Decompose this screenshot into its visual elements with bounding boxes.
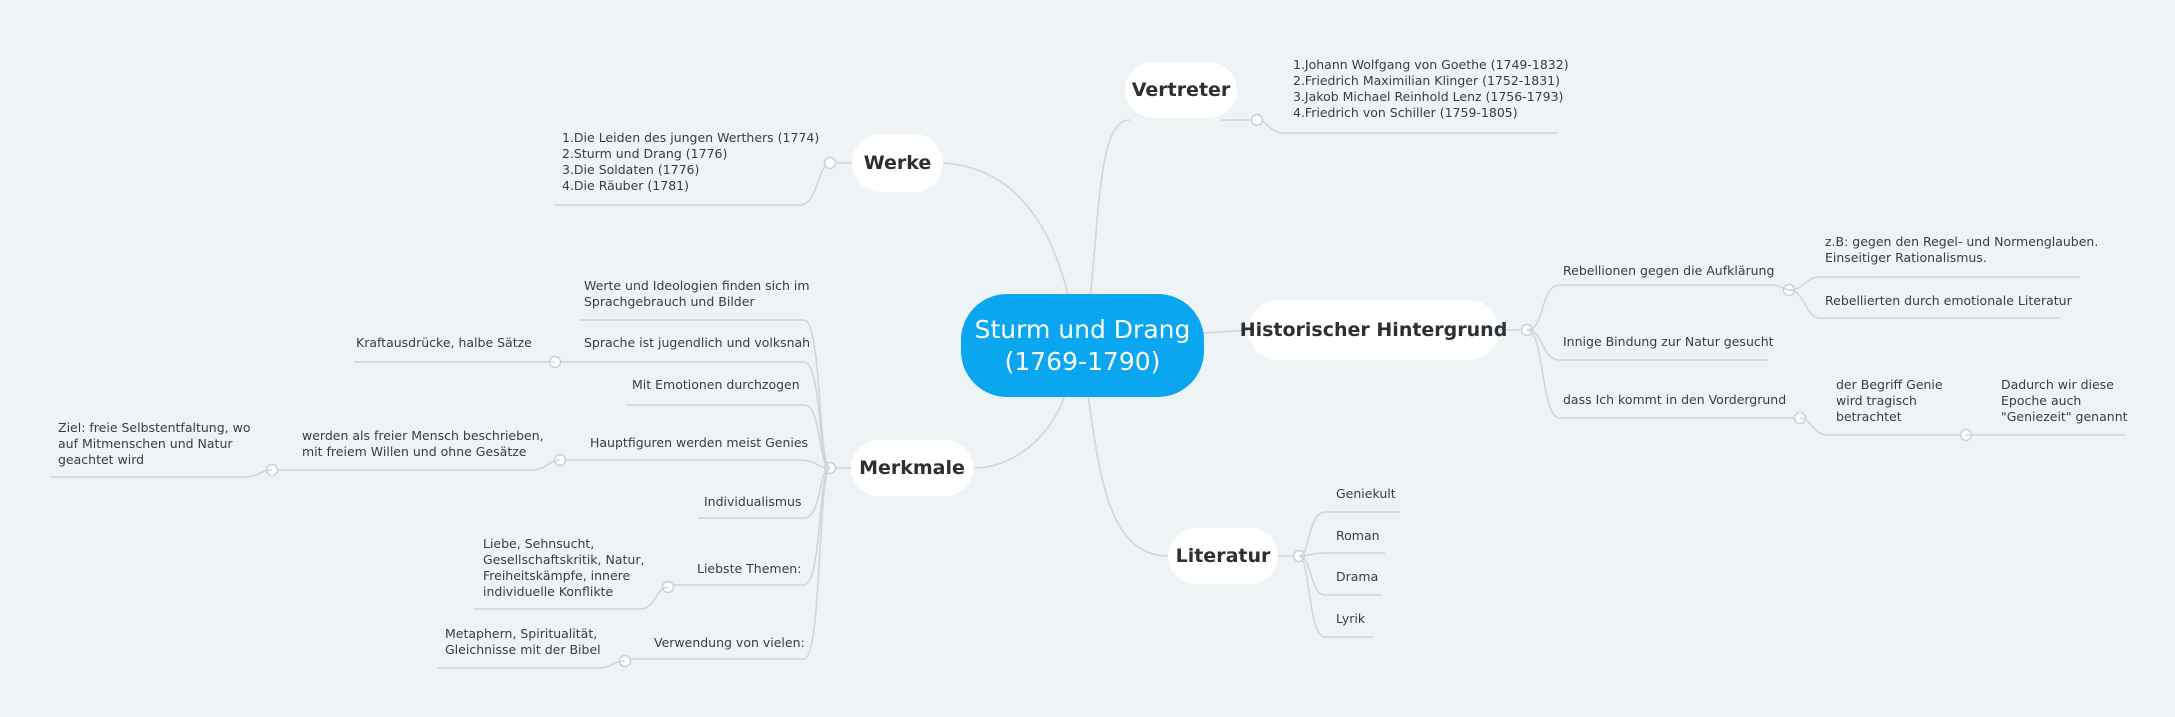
hauptfiguren-ziel[interactable]: Ziel: freie Selbstentfaltung, wo auf Mit… (58, 420, 250, 468)
merkmale-sprache[interactable]: Sprache ist jugendlich und volksnah (584, 335, 811, 350)
connector-verwendung-sub (437, 660, 626, 669)
connector-ziel (50, 469, 273, 478)
list-item: 4.Die Räuber (1781) (562, 178, 689, 193)
geniezeit-line: "Geniezeit" genannt (2001, 409, 2128, 424)
connector-root-literatur (1087, 394, 1169, 557)
connector-root-historisch (1203, 329, 1249, 334)
rebellionen-sub1-line: Einseitiger Rationalismus. (1825, 250, 1987, 265)
literatur-roman[interactable]: Roman (1336, 528, 1380, 543)
literatur-lyrik[interactable]: Lyrik (1336, 611, 1366, 626)
geniezeit-line: Epoche auch (2001, 393, 2082, 408)
list-item: 3.Die Soldaten (1776) (562, 162, 700, 177)
rebellionen-sub2[interactable]: Rebellierten durch emotionale Literatur (1825, 293, 2072, 308)
themen-line: Gesellschaftskritik, Natur, (483, 552, 645, 567)
verwendung-line: Gleichnisse mit der Bibel (445, 642, 601, 657)
genie-line: wird tragisch (1836, 393, 1917, 408)
list-item: 2.Friedrich Maximilian Klinger (1752-183… (1293, 73, 1560, 88)
connector-roman (1298, 552, 1385, 557)
connector-root-merkmale (974, 394, 1066, 469)
werte-line: Sprachgebrauch und Bilder (584, 294, 755, 309)
connector-root-werke (939, 162, 1069, 296)
topic-merkmale[interactable]: Merkmale (851, 440, 973, 496)
list-item: 2.Sturm und Drang (1776) (562, 146, 728, 161)
werte-line: Werte und Ideologien finden sich im (584, 278, 810, 293)
rebellionen-topic[interactable]: Rebellionen gegen die Aufklärung (1563, 263, 1775, 278)
merkmale-werte[interactable]: Werte und Ideologien finden sich im Spra… (584, 278, 810, 310)
connector-rebellionen-sub2 (1788, 289, 2060, 319)
hauptfiguren-sub-line: mit freiem Willen und ohne Gesätze (302, 444, 527, 459)
central-topic-line2: (1769-1790) (1004, 346, 1161, 376)
connector-rebellionen-sub1 (1774, 276, 2080, 291)
list-item: 1.Johann Wolfgang von Goethe (1749-1832) (1293, 57, 1569, 72)
themen-line: Liebe, Sehnsucht, (483, 536, 595, 551)
central-topic[interactable]: Sturm und Drang (1769-1790) (961, 294, 1204, 397)
connector-vertreter-list (1256, 119, 1558, 134)
rebellionen-sub1[interactable]: z.B: gegen den Regel- und Normenglauben.… (1825, 234, 2098, 266)
genie-line: betrachtet (1836, 409, 1902, 424)
list-item: 4.Friedrich von Schiller (1759-1805) (1293, 105, 1518, 120)
topic-werke[interactable]: Werke (852, 134, 943, 192)
connector-root-vertreter (1089, 119, 1131, 301)
topic-literatur[interactable]: Literatur (1168, 528, 1278, 584)
connector-emotionen (626, 404, 831, 469)
connector-drama (1298, 555, 1382, 596)
collapse-toggle-werke[interactable] (823, 156, 837, 170)
merkmale-individualismus[interactable]: Individualismus (704, 494, 802, 509)
collapse-toggle-vertreter[interactable] (1250, 113, 1264, 127)
merkmale-kraftausdruecke[interactable]: Kraftausdrücke, halbe Sätze (356, 335, 532, 350)
natur-topic[interactable]: Innige Bindung zur Natur gesucht (1563, 334, 1774, 349)
central-topic-line1: Sturm und Drang (974, 314, 1191, 344)
topic-literatur-label: Literatur (1175, 545, 1271, 567)
connector-rebellionen (1526, 284, 1775, 331)
ziel-line: auf Mitmenschen und Natur (58, 436, 233, 451)
connector-natur (1526, 329, 1768, 361)
vertreter-list[interactable]: 1.Johann Wolfgang von Goethe (1749-1832)… (1293, 57, 1569, 121)
connector-themen-sub (474, 586, 669, 610)
merkmale-verwendung[interactable]: Verwendung von vielen: (654, 635, 805, 650)
rebellionen-sub1-line: z.B: gegen den Regel- und Normenglauben. (1825, 234, 2099, 249)
connector-verwendung (625, 467, 831, 660)
verwendung-line: Metaphern, Spiritualität, (445, 626, 598, 641)
merkmale-themen[interactable]: Liebste Themen: (697, 561, 802, 576)
geniezeit-line: Dadurch wir diese (2001, 377, 2114, 392)
connector-geniekult (1298, 511, 1400, 557)
list-item: 1.Die Leiden des jungen Werthers (1774) (562, 130, 820, 145)
geniezeit-topic[interactable]: Dadurch wir diese Epoche auch "Geniezeit… (2001, 377, 2128, 425)
ich-topic[interactable]: dass Ich kommt in den Vordergrund (1563, 392, 1787, 407)
topic-werke-label: Werke (863, 152, 932, 174)
topic-historischer-hintergrund[interactable]: Historischer Hintergrund (1240, 300, 1507, 360)
topic-vertreter-label: Vertreter (1131, 79, 1231, 101)
themen-sub[interactable]: Liebe, Sehnsucht, Gesellschaftskritik, N… (483, 536, 644, 600)
topic-historisch-label: Historischer Hintergrund (1239, 319, 1508, 341)
connector-lyrik (1298, 555, 1373, 638)
connector-hauptfiguren-sub (272, 459, 561, 471)
merkmale-hauptfiguren[interactable]: Hauptfiguren werden meist Genies (590, 435, 809, 450)
hauptfiguren-sub-line: werden als freier Mensch beschrieben, (302, 428, 544, 443)
genie-topic[interactable]: der Begriff Genie wird tragisch betracht… (1836, 377, 1943, 425)
genie-line: der Begriff Genie (1836, 377, 1943, 392)
themen-line: Freiheitskämpfe, innere (483, 568, 631, 583)
ziel-line: Ziel: freie Selbstentfaltung, wo (58, 420, 251, 435)
ziel-line: geachtet wird (58, 452, 145, 467)
werke-list[interactable]: 1.Die Leiden des jungen Werthers (1774) … (562, 130, 819, 194)
themen-line: individuelle Konflikte (483, 584, 614, 599)
hauptfiguren-sub[interactable]: werden als freier Mensch beschrieben, mi… (302, 428, 544, 460)
topic-vertreter[interactable]: Vertreter (1125, 62, 1237, 118)
topic-merkmale-label: Merkmale (859, 457, 965, 479)
connector-sprache (555, 361, 831, 469)
connector-individualismus (698, 467, 831, 519)
connector-ich (1526, 329, 1800, 419)
list-item: 3.Jakob Michael Reinhold Lenz (1756-1793… (1293, 89, 1564, 104)
literatur-geniekult[interactable]: Geniekult (1336, 486, 1396, 501)
verwendung-sub[interactable]: Metaphern, Spiritualität, Gleichnisse mi… (445, 626, 601, 658)
connector-genie (1799, 417, 1966, 436)
merkmale-emotionen[interactable]: Mit Emotionen durchzogen (632, 377, 800, 392)
connector-hauptfiguren (560, 459, 831, 469)
literatur-drama[interactable]: Drama (1336, 569, 1379, 584)
